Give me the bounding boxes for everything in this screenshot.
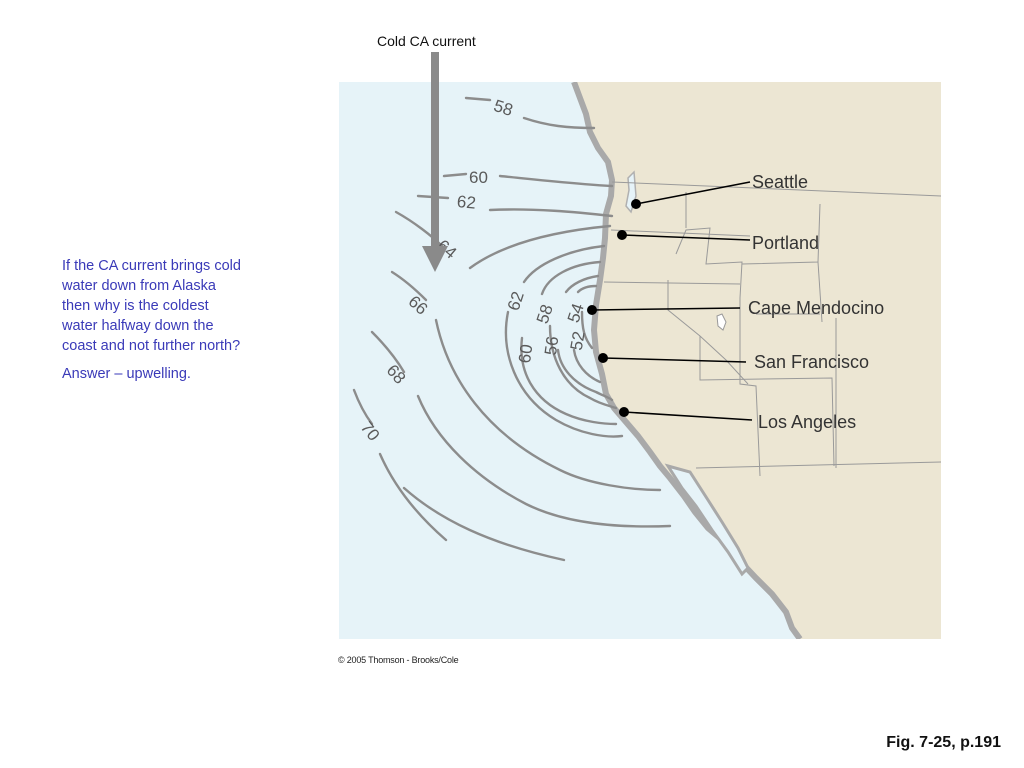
city-dot-portland: [617, 230, 627, 240]
great-salt-lake: [716, 313, 727, 331]
city-dot-los-angeles: [619, 407, 629, 417]
city-labels: Seattle Portland Cape Mendocino San Fran…: [748, 172, 884, 432]
isotherm-label: 54: [564, 301, 588, 325]
isotherm-label: 58: [533, 302, 557, 326]
question-text-block: If the CA current brings cold water down…: [62, 256, 247, 392]
current-label: Cold CA current: [377, 33, 476, 49]
city-label-portland: Portland: [752, 233, 819, 253]
isotherm-label: 58: [491, 96, 515, 120]
city-label-cape-mendocino: Cape Mendocino: [748, 298, 884, 318]
figure-caption: Fig. 7-25, p.191: [886, 734, 1001, 751]
state-borders: [603, 181, 941, 477]
isotherm-lines: [352, 96, 672, 562]
question-answer: Answer – upwelling.: [62, 366, 191, 382]
city-dot-seattle: [631, 199, 641, 209]
city-leader-lines: [591, 181, 753, 421]
gulf-of-california: [664, 463, 750, 577]
current-arrow: [422, 52, 448, 272]
copyright-notice: © 2005 Thomson - Brooks/Cole: [338, 655, 459, 665]
land: [574, 82, 941, 639]
city-label-seattle: Seattle: [752, 172, 808, 192]
isotherm-label: 60: [469, 168, 488, 187]
isotherm-label: 52: [567, 330, 589, 352]
isotherm-label: 56: [541, 335, 562, 356]
city-dot-san-francisco: [598, 353, 608, 363]
city-label-san-francisco: San Francisco: [754, 352, 869, 372]
city-dot-cape-mendocino: [587, 305, 597, 315]
isotherm-label: 60: [515, 343, 536, 364]
city-label-los-angeles: Los Angeles: [758, 412, 856, 432]
question-prompt: If the CA current brings cold water down…: [62, 258, 241, 354]
isotherm-label: 62: [504, 289, 528, 313]
isotherm-label: 62: [456, 192, 477, 213]
